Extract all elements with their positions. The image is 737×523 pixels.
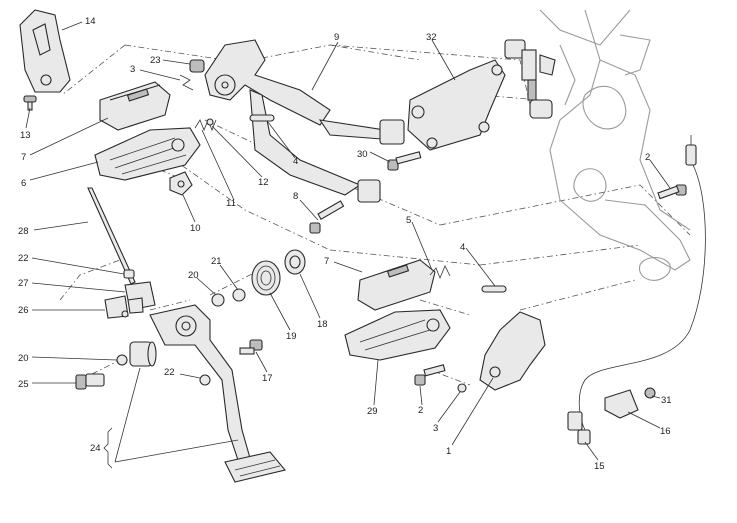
bushing — [129, 341, 157, 367]
callout-5: 5 — [406, 215, 411, 226]
callout-15: 15 — [594, 461, 605, 472]
bracket-10 — [169, 171, 193, 196]
washer-20-center — [211, 293, 225, 307]
spring-5 — [429, 265, 451, 280]
nut-3-lower — [457, 383, 467, 393]
sensor-cable — [567, 135, 706, 445]
callout-31: 31 — [661, 395, 672, 406]
callout-26: 26 — [18, 305, 29, 316]
clip-26 — [104, 295, 129, 319]
bolt-30 — [387, 151, 422, 171]
rear-bracket-arm — [204, 39, 405, 203]
callout-22a: 22 — [18, 253, 29, 264]
return-spring-19 — [251, 260, 281, 296]
pin-12 — [206, 118, 214, 126]
callout-25: 25 — [18, 379, 29, 390]
bolt-8 — [309, 200, 345, 234]
cable-clip-16 — [604, 389, 639, 419]
callout-2b: 2 — [645, 152, 650, 163]
callout-32: 32 — [426, 32, 437, 43]
pin-4-upper — [249, 114, 275, 122]
bushing-18 — [284, 249, 306, 275]
callout-24-brace — [103, 427, 113, 469]
callout-29: 29 — [367, 406, 378, 417]
footpeg-bracket-lower — [479, 311, 546, 391]
stud-28 — [87, 187, 136, 285]
spacer-22-upper — [123, 269, 135, 279]
callout-6: 6 — [21, 178, 26, 189]
bolt-25 — [75, 373, 105, 390]
assembly-guide-lines — [59, 44, 691, 386]
callout-21: 21 — [211, 256, 222, 267]
callout-13: 13 — [20, 130, 31, 141]
master-cylinder — [504, 39, 556, 119]
callout-19: 19 — [286, 331, 297, 342]
callout-7b: 7 — [324, 256, 329, 267]
callout-labels: 14 13 7 6 28 22 27 26 20 25 24 23 3 9 12… — [18, 16, 672, 472]
callout-4b: 4 — [460, 242, 465, 253]
callout-3a: 3 — [130, 64, 135, 75]
callout-14: 14 — [85, 16, 96, 27]
washer-20-left — [116, 354, 128, 366]
callout-23: 23 — [150, 55, 161, 66]
callout-7a: 7 — [21, 152, 26, 163]
footpeg-rubber-upper — [99, 81, 171, 131]
callout-20a: 20 — [18, 353, 29, 364]
bolt-23 — [189, 59, 205, 73]
nut-22-lower — [199, 374, 211, 386]
callout-12: 12 — [258, 177, 269, 188]
callout-27: 27 — [18, 278, 29, 289]
rear-brake-lever — [149, 304, 286, 483]
callout-3b: 3 — [433, 423, 438, 434]
callout-1: 1 — [446, 446, 451, 457]
callout-30: 30 — [357, 149, 368, 160]
screw-17 — [239, 339, 263, 355]
callout-9: 9 — [334, 32, 339, 43]
master-cylinder-bracket — [407, 59, 506, 151]
pin-4-lower — [481, 285, 507, 293]
leader-lines — [25, 21, 671, 463]
spring-3-upper — [179, 74, 194, 91]
bolt-2-upper — [657, 184, 687, 200]
callout-10: 10 — [190, 223, 201, 234]
footpeg-upper — [94, 127, 201, 181]
callout-22b: 22 — [164, 367, 175, 378]
footpeg-rubber-lower — [357, 259, 436, 311]
bolt-2-lower — [414, 364, 446, 386]
callout-2a: 2 — [418, 405, 423, 416]
footpeg-lower — [344, 309, 451, 361]
bracket-27 — [124, 281, 156, 314]
callout-8: 8 — [293, 191, 298, 202]
callout-4a: 4 — [293, 156, 298, 167]
heel-guard-plate — [19, 9, 71, 93]
callout-28: 28 — [18, 226, 29, 237]
callout-16: 16 — [660, 426, 671, 437]
callout-18: 18 — [317, 319, 328, 330]
callout-11: 11 — [226, 198, 236, 209]
screw-13 — [23, 95, 37, 111]
callout-20b: 20 — [188, 270, 199, 281]
callout-17: 17 — [262, 373, 273, 384]
callout-24: 24 — [90, 443, 101, 454]
circlip-21 — [232, 288, 246, 302]
frame-outline — [539, 9, 691, 281]
screw-31 — [644, 387, 656, 399]
spring-11 — [194, 118, 217, 132]
